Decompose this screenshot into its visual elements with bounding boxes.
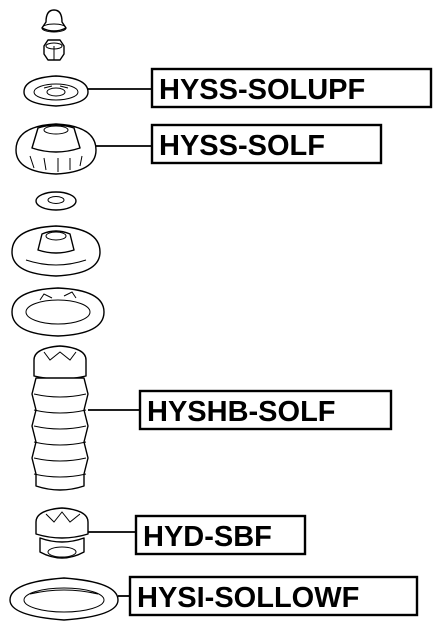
label-box-shb: HYSHB-SOLF [138,389,393,431]
label-box-solf: HYSS-SOLF [150,123,383,165]
upper-spring-seat-part [11,225,101,277]
upper-plate-part [23,75,89,107]
label-hysi-sollowf: HYSI-SOLLOWF [137,582,359,614]
cap-part [41,9,67,33]
spring-seat-ring-part [11,287,105,337]
label-hyshb-solf: HYSHB-SOLF [147,396,336,428]
label-box-solupf: HYSS-SOLUPF [150,67,433,109]
bump-stop-part [35,507,89,559]
label-box-sollowf: HYSI-SOLLOWF [128,575,419,617]
label-hyd-sbf: HYD-SBF [143,521,272,553]
label-hyss-solupf: HYSS-SOLUPF [159,74,365,106]
washer-part [35,191,77,211]
nut-part [43,39,65,61]
lower-insulator-part [9,577,119,621]
label-box-sbf: HYD-SBF [134,514,307,556]
label-hyss-solf: HYSS-SOLF [159,130,325,162]
boot-part [31,345,89,491]
strut-mount-part [15,123,97,175]
